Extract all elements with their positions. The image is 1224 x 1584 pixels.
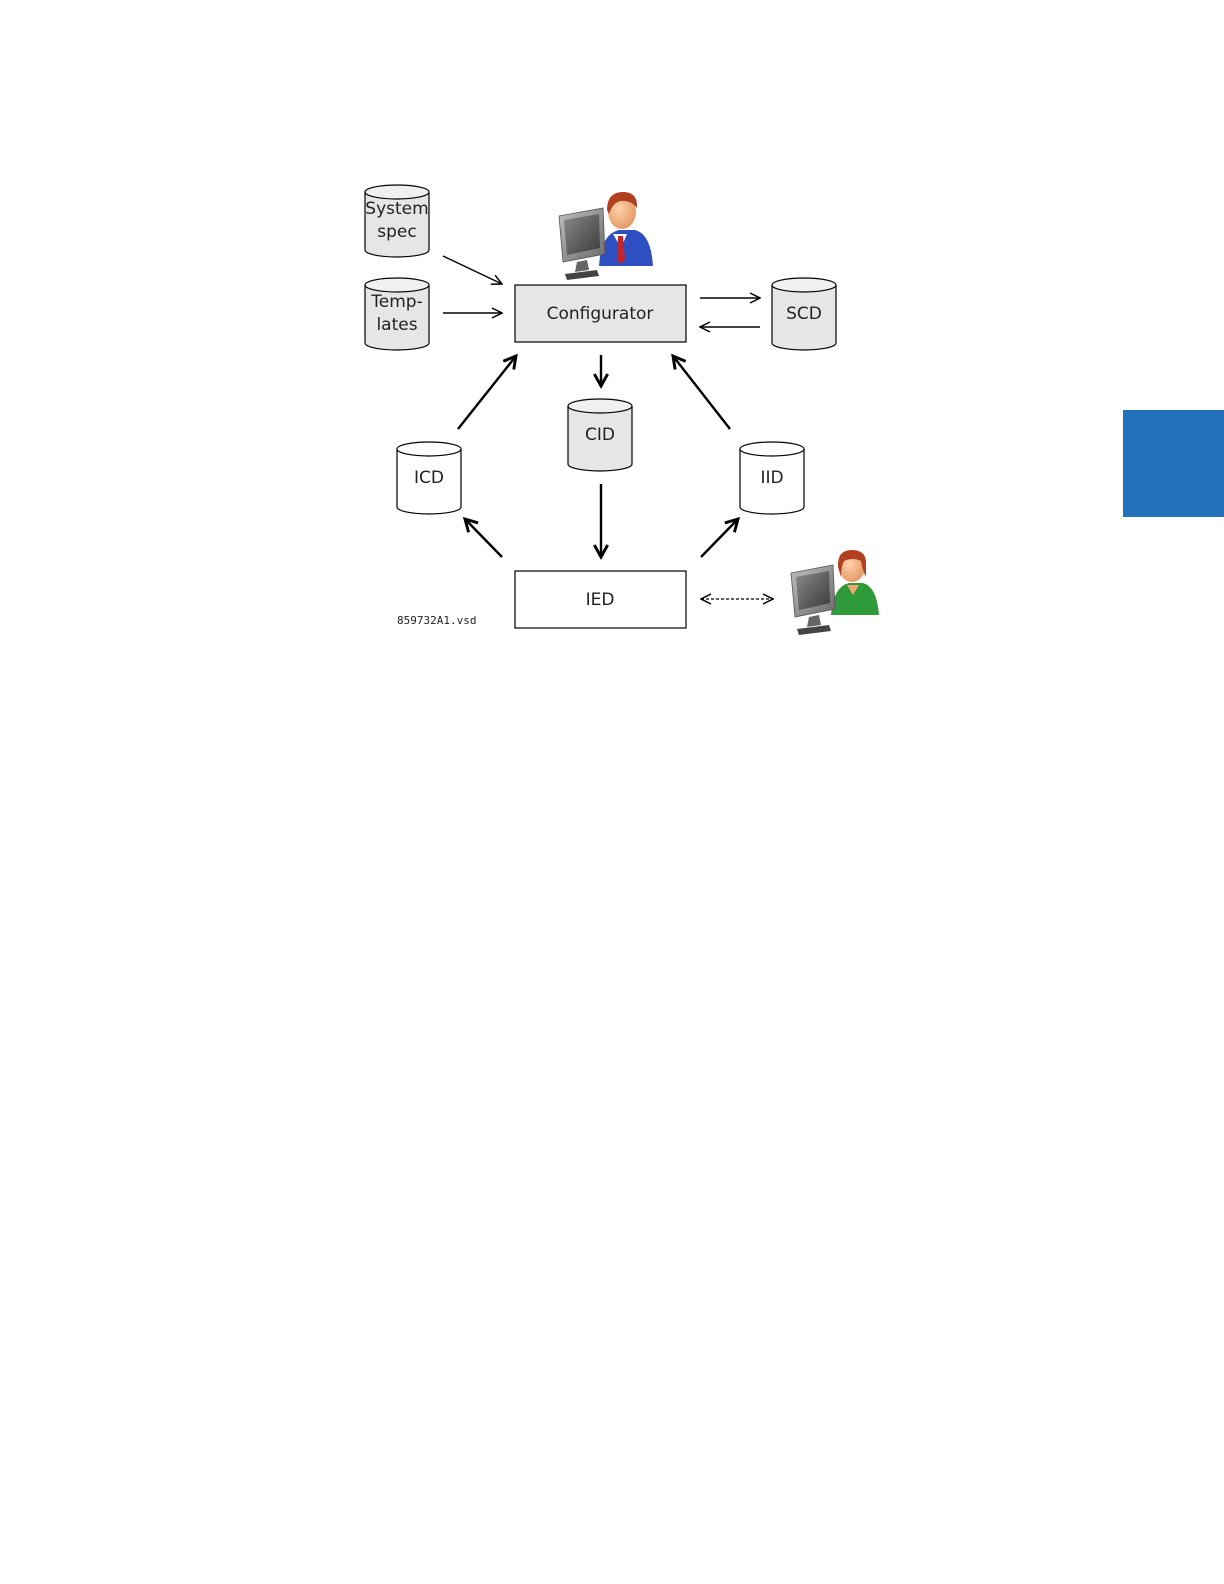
configurator-label: Configurator bbox=[547, 304, 654, 324]
ied-label: IED bbox=[586, 590, 615, 610]
iid-label: IID bbox=[760, 468, 783, 488]
system-spec-database: System spec bbox=[365, 185, 429, 257]
arrow-system-spec-to-configurator bbox=[443, 256, 502, 284]
icd-database: ICD bbox=[397, 442, 461, 514]
system-spec-label-line2: spec bbox=[377, 222, 416, 242]
chapter-tab-marker bbox=[1123, 410, 1224, 517]
cid-database: CID bbox=[568, 399, 632, 471]
scd-label: SCD bbox=[786, 304, 822, 324]
arrow-ied-to-icd bbox=[465, 519, 502, 557]
ied-box: IED bbox=[515, 571, 686, 628]
system-spec-label-line1: System bbox=[365, 199, 428, 219]
person-at-computer-icon bbox=[559, 192, 653, 280]
iid-database: IID bbox=[740, 442, 804, 514]
templates-label-line1: Temp- bbox=[370, 292, 422, 312]
arrow-ied-to-iid bbox=[701, 519, 738, 557]
templates-label-line2: lates bbox=[376, 315, 417, 335]
templates-database: Temp- lates bbox=[365, 278, 429, 350]
configurator-box: Configurator bbox=[515, 285, 686, 342]
arrow-icd-to-configurator bbox=[458, 356, 516, 429]
person-at-computer-icon bbox=[791, 550, 879, 635]
cid-label: CID bbox=[585, 425, 615, 445]
icd-label: ICD bbox=[414, 468, 444, 488]
arrow-iid-to-configurator bbox=[673, 356, 730, 429]
file-name-label: 859732A1.vsd bbox=[397, 614, 476, 627]
scd-database: SCD bbox=[772, 278, 836, 350]
